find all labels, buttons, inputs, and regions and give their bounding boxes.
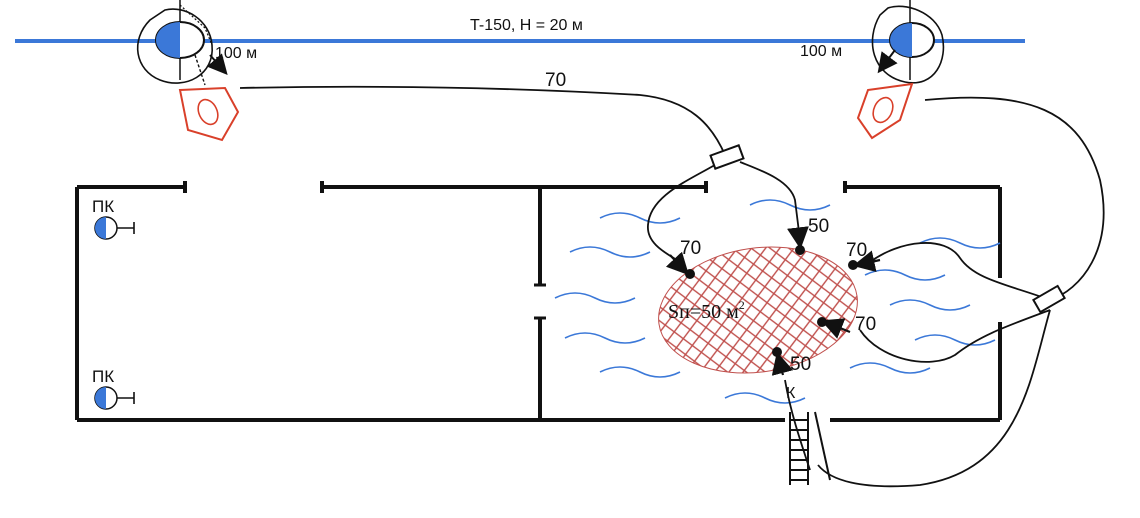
branch-hose-label: 70: [855, 314, 876, 335]
right-distance-label: 100 м: [800, 43, 842, 60]
pk-label-bottom: ПК: [92, 367, 114, 386]
internal-hydrant-top: ПК: [92, 197, 135, 240]
left-fire-truck: [178, 86, 240, 142]
branch-hose-label: 50: [808, 216, 829, 237]
ladder-label: К: [786, 385, 796, 402]
nozzle-points: [685, 245, 858, 357]
fire-area: [658, 246, 858, 374]
building-walls: [75, 181, 1002, 422]
left-distance-label: 100 м: [215, 45, 257, 62]
right-hydrant: [871, 0, 945, 84]
ladder-icon: [789, 411, 831, 485]
left-distance-arrow: [206, 53, 228, 75]
pipeline-label: T-150, H = 20 м: [470, 17, 583, 34]
smoke-waves: [554, 199, 1001, 404]
branch-valve-top: [709, 144, 745, 170]
branch-hose-label: 50: [790, 354, 811, 375]
hose-lines: [239, 85, 1105, 488]
main-hose-label: 70: [545, 70, 566, 91]
fire-area-label: Sп=50 м2: [668, 298, 745, 323]
nozzles: [665, 226, 881, 376]
branch-valve-right: [1032, 284, 1066, 314]
right-distance-arrow: [877, 49, 898, 74]
branch-hose-label: 70: [846, 240, 867, 261]
internal-hydrant-bottom: ПК: [92, 367, 135, 410]
left-hydrant: [136, 0, 213, 86]
branch-hose-label: 70: [680, 238, 701, 259]
right-fire-truck: [856, 82, 914, 140]
pk-label-top: ПК: [92, 197, 114, 216]
